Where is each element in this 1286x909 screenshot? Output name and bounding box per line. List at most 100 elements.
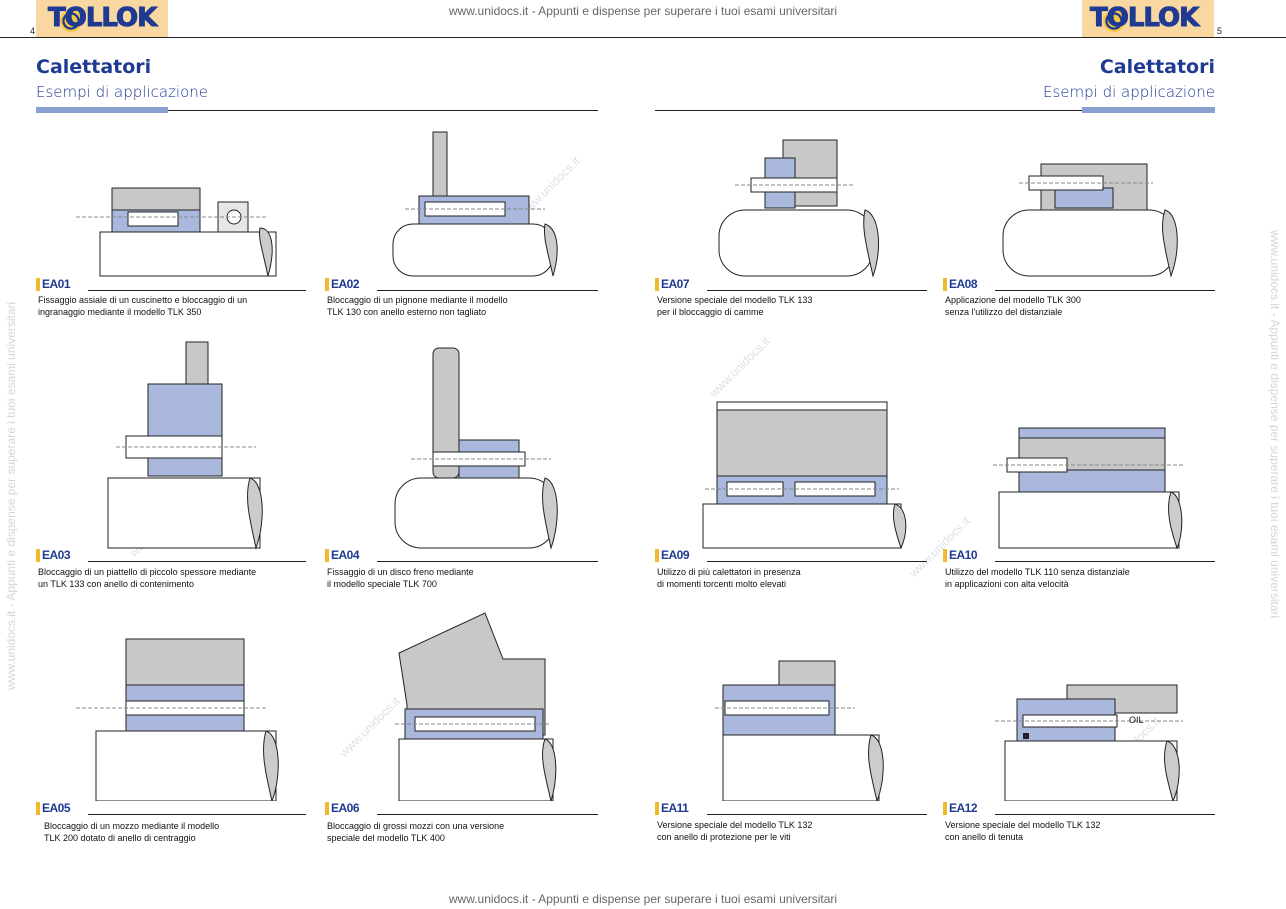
example-caption-line1: Applicazione del modello TLK 300 — [945, 295, 1081, 305]
side-watermark-left: www.unidocs.it - Appunti e dispense per … — [4, 301, 18, 690]
caption-rule — [377, 814, 598, 815]
example-card-ea06: EA06 Bloccaggio di grossi mozzi con una … — [325, 605, 598, 845]
example-caption-line1: Fissaggio di un disco freno mediante — [327, 567, 474, 577]
example-caption-line1: Fissaggio assiale di un cuscinetto e blo… — [38, 295, 248, 305]
title-accent-bar — [1082, 107, 1215, 113]
example-caption-line1: Versione speciale del modello TLK 132 — [657, 820, 813, 830]
example-card-ea04: EA04 Fissaggio di un disco freno mediant… — [325, 340, 598, 595]
example-code: EA02 — [331, 277, 360, 291]
side-watermark-right: www.unidocs.it - Appunti e dispense per … — [1268, 230, 1282, 619]
caption-rule — [88, 814, 306, 815]
gear-logo-icon — [1103, 10, 1125, 32]
gear-logo-icon — [60, 10, 82, 32]
page-title-left: Calettatori — [36, 56, 152, 78]
caption-rule — [88, 561, 306, 562]
example-card-ea05: EA05 Bloccaggio di un mozzo mediante il … — [36, 605, 306, 845]
caption-rule — [377, 561, 598, 562]
caption-rule — [377, 290, 598, 291]
example-card-ea02: EA02 Bloccaggio di un pignone mediante i… — [325, 118, 598, 328]
example-card-ea11: EA11 Versione speciale del modello TLK 1… — [655, 605, 927, 845]
drawing-ea03 — [107, 341, 263, 550]
title-accent-bar — [36, 107, 168, 113]
drawing-ea11 — [715, 660, 884, 801]
code-tab-marker — [325, 549, 329, 562]
caption-rule — [995, 290, 1215, 291]
example-code: EA05 — [42, 801, 71, 815]
caption-rule — [707, 290, 927, 291]
example-code: EA01 — [42, 277, 71, 291]
example-card-ea10: EA10 Utilizzo del modello TLK 110 senza … — [943, 340, 1215, 595]
drawing-ea01 — [76, 187, 277, 277]
page-number-left: 4 — [30, 26, 36, 36]
example-caption-line2: speciale del modello TLK 400 — [327, 833, 445, 843]
code-tab-marker — [36, 549, 40, 562]
url-watermark-top: www.unidocs.it - Appunti e dispense per … — [448, 4, 838, 18]
example-card-ea12: OIL EA12 Versione speciale del modello T… — [943, 605, 1215, 845]
example-code: EA11 — [661, 801, 689, 815]
code-tab-marker — [36, 802, 40, 815]
example-caption-line1: Bloccaggio di un piattello di piccolo sp… — [38, 567, 257, 577]
title-rule — [655, 110, 1082, 111]
oil-label: OIL — [1129, 715, 1144, 725]
example-card-ea07: EA07 Versione speciale del modello TLK 1… — [655, 118, 927, 328]
example-code: EA04 — [331, 548, 360, 562]
drawing-ea12 — [995, 684, 1183, 801]
caption-rule — [88, 290, 306, 291]
code-tab-marker — [325, 802, 329, 815]
drawing-ea05 — [76, 638, 279, 801]
example-code: EA09 — [661, 548, 690, 562]
example-caption-line1: Bloccaggio di grossi mozzi con una versi… — [327, 821, 505, 831]
example-code: EA12 — [949, 801, 978, 815]
drawing-ea07 — [718, 139, 879, 278]
example-card-ea01: EA01 Fissaggio assiale di un cuscinetto … — [36, 118, 306, 328]
example-caption-line2: di momenti torcenti molto elevati — [657, 579, 787, 589]
code-tab-marker — [36, 278, 40, 291]
code-tab-marker — [943, 802, 947, 815]
drawing-ea09 — [702, 401, 907, 550]
page-subtitle-left: Esempi di applicazione — [36, 83, 209, 101]
drawing-ea06 — [395, 612, 557, 801]
code-tab-marker — [655, 802, 659, 815]
top-rule — [0, 37, 1286, 38]
brand-logo-left: TOLLOK — [47, 3, 157, 34]
url-watermark-bottom: www.unidocs.it - Appunti e dispense per … — [448, 892, 838, 906]
example-caption-line1: Utilizzo di più calettatori in presenza — [657, 567, 801, 577]
example-caption-line2: TLK 130 con anello esterno non tagliato — [327, 307, 487, 317]
example-caption-line2: TLK 200 dotato di anello di centraggio — [44, 833, 196, 843]
example-code: EA10 — [949, 548, 978, 562]
example-card-ea03: EA03 Bloccaggio di un piattello di picco… — [36, 340, 306, 595]
example-caption-line2: ingranaggio mediante il modello TLK 350 — [38, 307, 202, 317]
example-caption-line1: Versione speciale del modello TLK 132 — [945, 820, 1101, 830]
example-code: EA03 — [42, 548, 71, 562]
example-code: EA07 — [661, 277, 690, 291]
example-caption-line1: Bloccaggio di un pignone mediante il mod… — [327, 295, 508, 305]
example-caption-line2: in applicazioni con alta velocità — [945, 579, 1069, 589]
drawing-ea10 — [993, 427, 1183, 550]
example-caption-line2: senza l'utilizzo del distanziale — [945, 307, 1063, 317]
example-caption-line2: per il bloccaggio di camme — [657, 307, 764, 317]
page-title-right: Calettatori — [1099, 56, 1215, 78]
example-caption-line2: un TLK 133 con anello di contenimento — [38, 579, 194, 589]
caption-rule — [995, 814, 1215, 815]
example-caption-line1: Bloccaggio di un mozzo mediante il model… — [44, 821, 220, 831]
example-caption-line2: con anello di protezione per le viti — [657, 832, 791, 842]
code-tab-marker — [655, 278, 659, 291]
drawing-ea08 — [1002, 163, 1178, 278]
brand-logo-right: TOLLOK — [1089, 3, 1199, 34]
example-code: EA08 — [949, 277, 978, 291]
title-rule — [168, 110, 598, 111]
example-card-ea08: EA08 Applicazione del modello TLK 300 se… — [943, 118, 1215, 328]
code-tab-marker — [943, 549, 947, 562]
example-caption-line2: con anello di tenuta — [945, 832, 1024, 842]
drawing-ea02 — [392, 131, 558, 277]
caption-rule — [707, 561, 927, 562]
page-subtitle-right: Esempi di applicazione — [1042, 83, 1215, 101]
brand-corner-left — [36, 0, 168, 37]
caption-rule — [995, 561, 1215, 562]
caption-rule — [707, 814, 927, 815]
example-caption-line1: Utilizzo del modello TLK 110 senza dista… — [945, 567, 1130, 577]
code-tab-marker — [655, 549, 659, 562]
example-code: EA06 — [331, 801, 360, 815]
code-tab-marker — [943, 278, 947, 291]
drawing-ea04 — [394, 347, 558, 550]
